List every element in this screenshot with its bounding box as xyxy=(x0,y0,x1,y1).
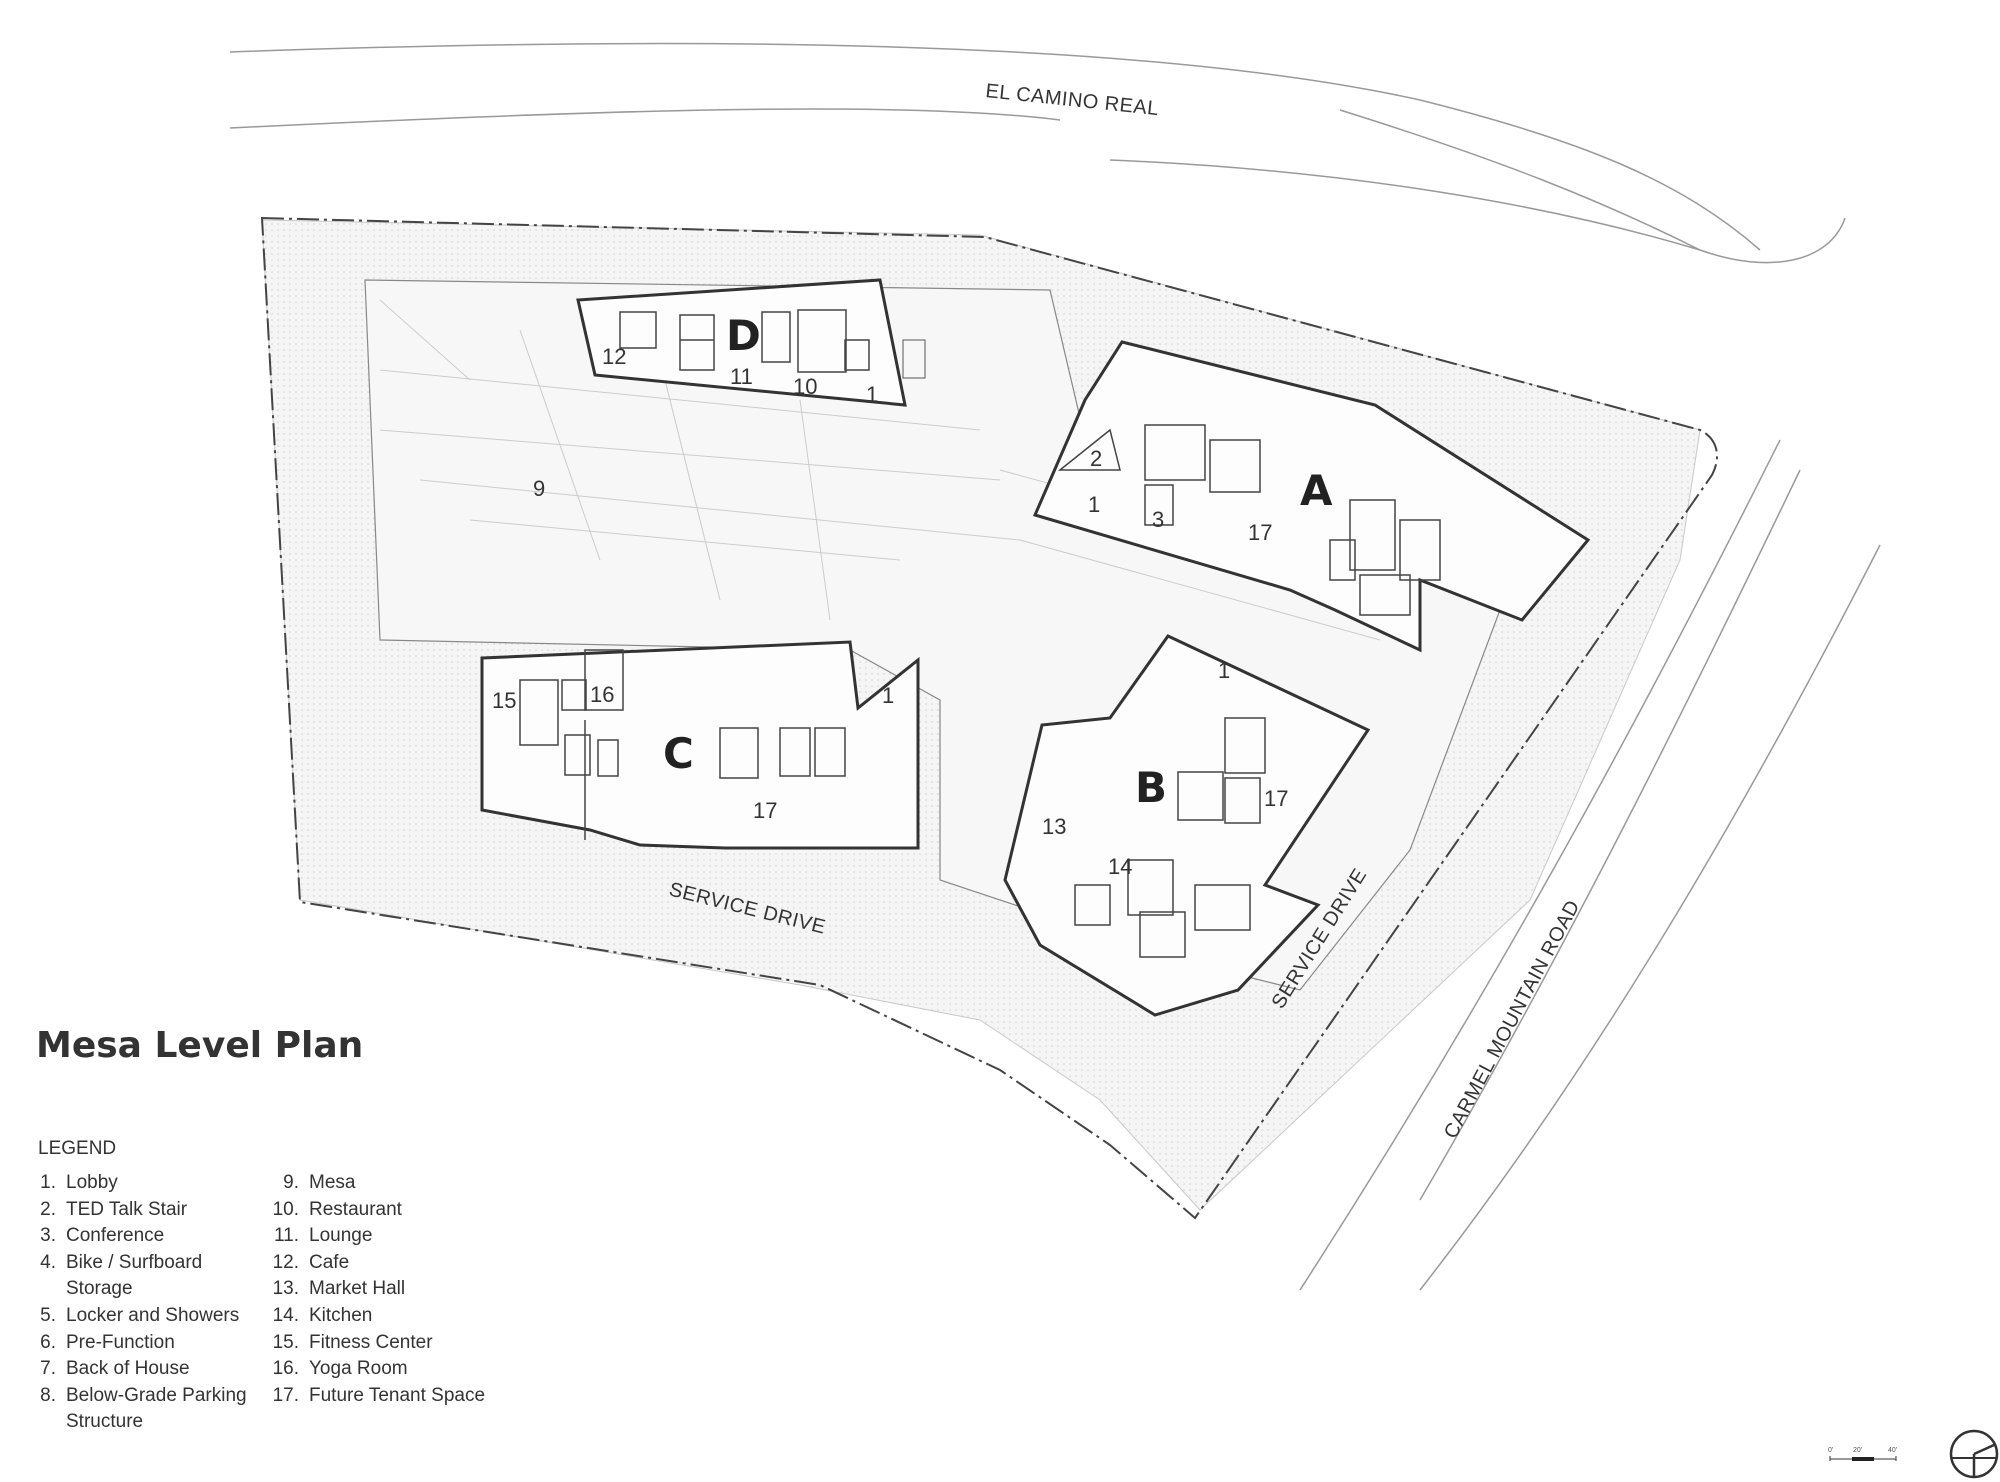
building-b xyxy=(1003,634,1371,1017)
room-number: 17 xyxy=(1248,520,1272,545)
legend-item: 13.Market Hall xyxy=(272,1278,406,1300)
room-number: 11 xyxy=(730,364,753,389)
legend-item: 14.Kitchen xyxy=(272,1304,373,1326)
building-label-d: D xyxy=(726,311,761,360)
building-d xyxy=(576,278,926,407)
building-label-b: B xyxy=(1135,763,1167,812)
room-numbers: 12 11 10 1 2 1 3 17 9 15 16 1 17 1 17 13… xyxy=(492,344,1288,879)
room-number: 16 xyxy=(590,682,614,707)
scale-label: 0' xyxy=(1828,1447,1834,1454)
scale-bar xyxy=(1829,1456,1897,1461)
room-number: 14 xyxy=(1108,854,1132,879)
north-arrow-icon xyxy=(1949,1429,1999,1479)
room-number: 9 xyxy=(533,476,545,501)
legend-item-continuation: Storage xyxy=(66,1278,133,1300)
building-label-c: C xyxy=(663,729,694,778)
legend-item: 3.Conference xyxy=(40,1225,165,1247)
room-number: 17 xyxy=(753,798,777,823)
legend-column-1: 1.Lobby 2.TED Talk Stair 3.Conference 4.… xyxy=(24,1170,247,1436)
room-number: 1 xyxy=(882,683,894,708)
legend-item: 12.Cafe xyxy=(272,1251,350,1273)
building-c xyxy=(480,640,920,850)
legend-item: 6.Pre-Function xyxy=(40,1331,175,1353)
room-number: 3 xyxy=(1152,507,1164,532)
legend-item: 11.Lounge xyxy=(273,1225,373,1247)
room-number: 12 xyxy=(602,344,626,369)
legend-item: 10.Restaurant xyxy=(272,1198,402,1220)
legend-item: 1.Lobby xyxy=(40,1172,118,1193)
room-number: 13 xyxy=(1042,814,1066,839)
room-number: 17 xyxy=(1264,786,1288,811)
el-camino-real-road xyxy=(229,42,1846,264)
legend-item: 7.Back of House xyxy=(40,1358,190,1380)
mesa-paths xyxy=(379,299,1401,641)
legend-item-continuation: Structure xyxy=(66,1411,144,1433)
legend-item: 9.Mesa xyxy=(283,1172,356,1193)
building-a xyxy=(1032,340,1591,653)
room-number: 10 xyxy=(793,374,817,399)
legend-item: 16.Yoga Room xyxy=(272,1358,408,1380)
legend-item: 5.Locker and Showers xyxy=(40,1304,240,1326)
legend-item: 4.Bike / Surfboard xyxy=(40,1251,203,1273)
building-label-a: A xyxy=(1300,466,1333,515)
road-label-el-camino-real: EL CAMINO REAL xyxy=(984,80,1159,120)
legend-item: 17.Future Tenant Space xyxy=(272,1384,486,1406)
legend-item: 2.TED Talk Stair xyxy=(40,1198,188,1220)
legend-item: 8.Below-Grade Parking xyxy=(40,1384,247,1406)
legend-item: 15.Fitness Center xyxy=(272,1331,433,1353)
scale-label: 20' xyxy=(1853,1447,1863,1454)
carmel-mountain-road xyxy=(1299,439,1881,1291)
property-line xyxy=(260,216,1718,1220)
room-number: 1 xyxy=(1088,492,1100,517)
page-title: Mesa Level Plan xyxy=(36,1025,364,1066)
legend-title: LEGEND xyxy=(38,1138,117,1159)
room-number: 1 xyxy=(866,382,878,407)
legend-column-2: 9.Mesa 10.Restaurant 11.Lounge 12.Cafe 1… xyxy=(267,1170,485,1409)
room-number: 15 xyxy=(492,688,516,713)
scale-label: 40' xyxy=(1888,1447,1898,1454)
room-number: 1 xyxy=(1218,658,1230,683)
room-number: 2 xyxy=(1090,446,1102,471)
